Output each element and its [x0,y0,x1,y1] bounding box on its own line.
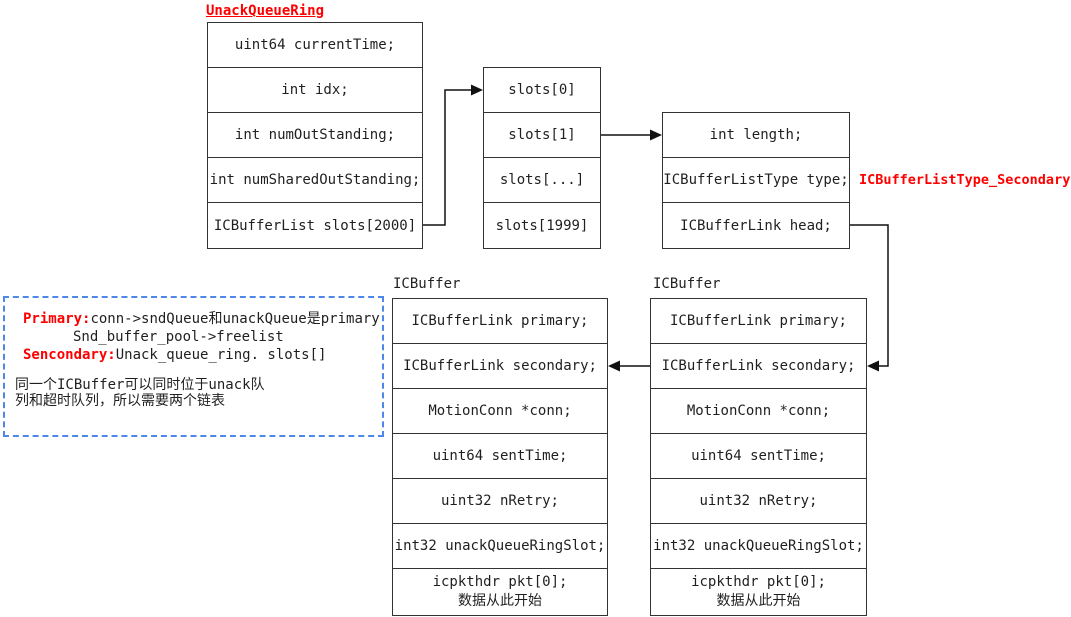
field-unack-queue-ring-slot: int32 unackQueueRingSlot; [651,524,866,569]
arrowhead-length [650,129,662,141]
field-sent-time: uint64 sentTime; [651,434,866,479]
note-primary-key: Primary: [23,311,91,327]
field-pkt: icpkthdr pkt[0]; 数据从此开始 [393,569,607,615]
icbufferlisttype-secondary-label: ICBufferListType_Secondary [859,172,1071,188]
field-secondary: ICBufferLink secondary; [651,344,866,389]
field-primary: ICBufferLink primary; [651,299,866,344]
field-num-shared-outstanding: int numSharedOutStanding; [208,158,422,203]
note-secondary-key: Sencondary: [23,347,116,363]
field-primary: ICBufferLink primary; [393,299,607,344]
field-length: int length; [663,113,849,158]
field-secondary: ICBufferLink secondary; [393,344,607,389]
icbuffer-left-table: ICBufferLink primary; ICBufferLink secon… [392,298,608,616]
field-pkt-note: 数据从此开始 [716,593,801,609]
field-pkt-decl: icpkthdr pkt[0]; [691,574,826,590]
field-sent-time: uint64 sentTime; [393,434,607,479]
slot-0: slots[0] [484,68,600,113]
note-comment-line1: 同一个ICBuffer可以同时位于unack队 [15,377,265,393]
note-primary-line: Primary:conn->sndQueue和unackQueue是primar… [23,310,380,328]
field-unack-queue-ring-slot: int32 unackQueueRingSlot; [393,524,607,569]
field-conn: MotionConn *conn; [651,389,866,434]
field-nretry: uint32 nRetry; [651,479,866,524]
field-nretry: uint32 nRetry; [393,479,607,524]
note-comment-line2: 列和超时队列，所以需要两个链表 [15,393,225,409]
field-pkt: icpkthdr pkt[0]; 数据从此开始 [651,569,866,615]
icbuffer-right-table: ICBufferLink primary; ICBufferLink secon… [650,298,867,616]
field-type: ICBufferListType type; [663,158,849,203]
slots-array-table: slots[0] slots[1] slots[...] slots[1999] [483,67,601,249]
note-box: Primary:conn->sndQueue和unackQueue是primar… [3,296,384,437]
field-current-time: uint64 currentTime; [208,23,422,68]
note-secondary-line: Sencondary:Unack_queue_ring. slots[] [23,346,376,364]
icbuffer-list-table: int length; ICBufferListType type; ICBuf… [662,112,850,249]
arrow-slots2000-to-slots0 [423,89,471,226]
unack-queue-ring-table: uint64 currentTime; int idx; int numOutS… [207,22,423,249]
field-head: ICBufferLink head; [680,217,832,234]
slot-1999: slots[1999] [495,217,589,234]
field-pkt-note: 数据从此开始 [458,593,542,609]
slot-1: slots[1] [484,113,600,158]
field-num-outstanding: int numOutStanding; [208,113,422,158]
arrowhead-slots0 [471,84,483,96]
unack-queue-ring-label: UnackQueueRing [206,3,325,19]
arrowhead-right-secondary [867,360,879,372]
note-freelist-line: Snd_buffer_pool->freelist [73,329,284,345]
note-primary-text: conn->sndQueue和unackQueue是primary [90,311,380,327]
field-conn: MotionConn *conn; [393,389,607,434]
icbuffer-left-label: ICBuffer [393,276,461,292]
field-slots-array: ICBufferList slots[2000] [213,217,417,234]
slot-ellipsis: slots[...] [484,158,600,203]
note-secondary-text: Unack_queue_ring. slots[] [115,347,327,363]
arrowhead-left-secondary [608,360,620,372]
field-pkt-decl: icpkthdr pkt[0]; [432,574,568,590]
icbuffer-right-label: ICBuffer [653,276,721,292]
field-idx: int idx; [208,68,422,113]
